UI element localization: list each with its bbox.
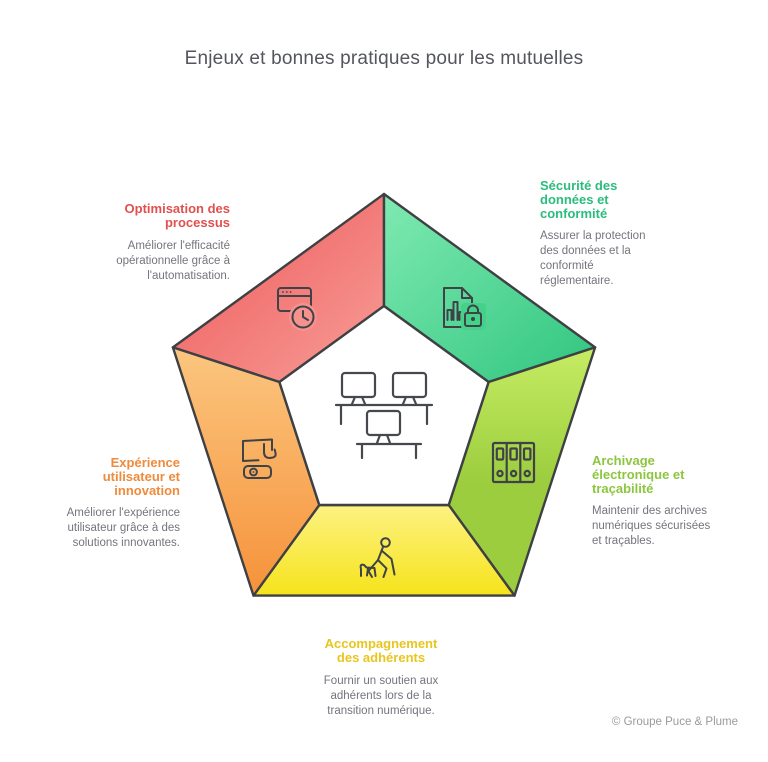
page-title: Enjeux et bonnes pratiques pour les mutu… [184,48,584,69]
segment-label-archivage: Archivage électronique et traçabilité Ma… [592,454,742,549]
segment-title: Optimisation des processus [124,201,230,230]
segment-description: Fournir un soutien aux adhérents lors de… [323,674,439,717]
segment-description: Améliorer l'expérience utilisateur grâce… [66,507,180,550]
person-assistance-icon [359,537,396,578]
segment-title: Sécurité des données et conformité [540,178,618,221]
workstations-icon [334,371,434,460]
touchscreen-icon [242,438,277,479]
segment-description: Assurer la protection des données et la … [540,230,646,288]
segment-title: Accompagnement des adhérents [324,636,438,665]
segment-label-optimisation: Optimisation des processus Améliorer l'e… [70,202,230,284]
segment-label-accompagnement: Accompagnement des adhérents Fournir un … [296,637,466,719]
binders-icon [491,441,536,484]
segment-title: Expérience utilisateur et innovation [102,455,180,498]
segment-label-experience: Expérience utilisateur et innovation Amé… [25,456,180,551]
browser-clock-icon [277,287,317,331]
copyright-text: © Groupe Puce & Plume [611,716,738,728]
segment-title: Archivage électronique et traçabilité [592,453,685,496]
segment-label-securite: Sécurité des données et conformité Assur… [540,179,670,289]
segment-description: Maintenir des archives numériques sécuri… [592,505,711,548]
secure-document-icon [443,287,486,330]
segment-description: Améliorer l'efficacité opérationnelle gr… [116,239,230,282]
